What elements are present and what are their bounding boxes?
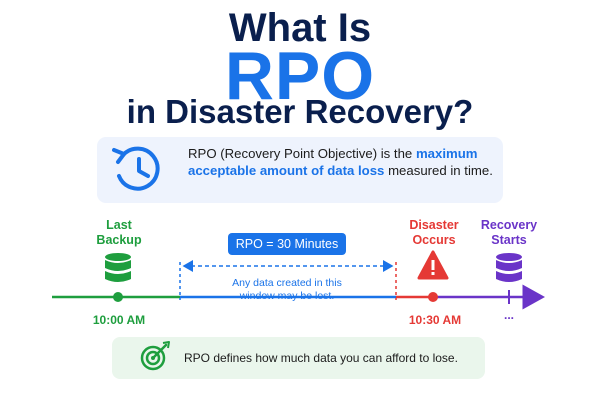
backup-time: 10:00 AM <box>92 313 146 327</box>
note-text: RPO defines how much data you can afford… <box>184 351 458 365</box>
title-rpo: RPO <box>224 38 376 114</box>
note-box <box>112 337 485 379</box>
definition-text: RPO (Recovery Point Objective) is the ma… <box>188 145 498 179</box>
definition-text-before: RPO (Recovery Point Objective) is the <box>188 146 416 161</box>
definition-text-after: measured in time. <box>384 163 493 178</box>
target-icon <box>140 341 170 371</box>
disaster-point-marker <box>428 292 438 302</box>
backup-point-marker <box>113 292 123 302</box>
recovery-time: ... <box>503 308 514 322</box>
title-line-3: in Disaster Recovery? <box>126 93 474 130</box>
disaster-occurs-label: Disaster Occurs <box>409 218 459 247</box>
last-backup-label: Last Backup <box>96 218 142 247</box>
definition-highlight: maximum acceptable amount of data loss <box>188 146 478 178</box>
definition-box <box>97 137 503 203</box>
recovery-database-icon <box>496 253 522 282</box>
warning-icon <box>417 250 449 280</box>
clock-icon <box>112 146 160 191</box>
rpo-badge: RPO = 30 Minutes <box>228 233 346 255</box>
title-line-1: What Is <box>228 6 372 50</box>
recovery-starts-label: Recovery Starts <box>480 218 538 247</box>
disaster-time: 10:30 AM <box>408 313 462 327</box>
backup-database-icon <box>105 253 131 282</box>
